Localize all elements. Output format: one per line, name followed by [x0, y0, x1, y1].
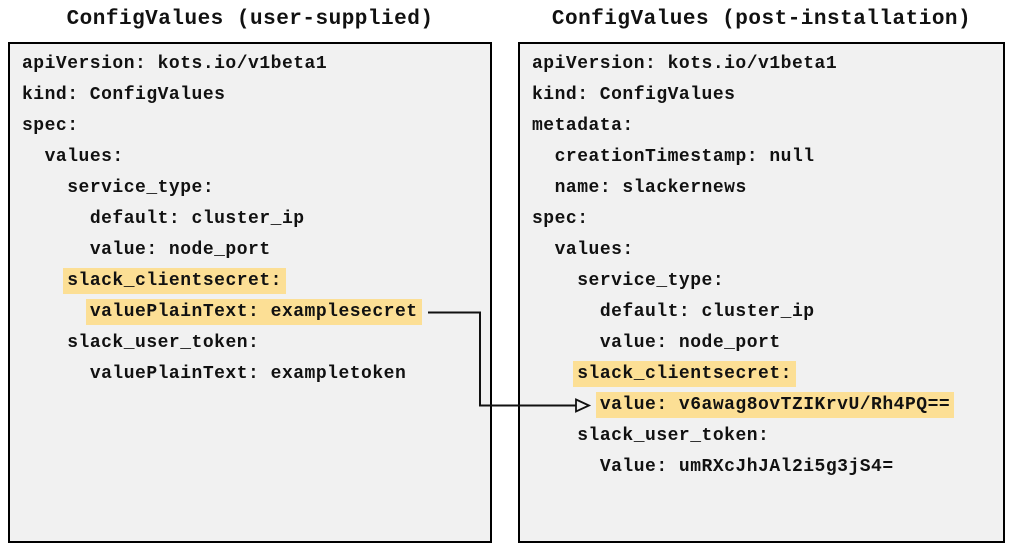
code-indent	[22, 302, 90, 322]
code-text-highlighted: slack_clientsecret:	[573, 361, 796, 387]
code-text: spec:	[532, 209, 589, 229]
code-indent	[22, 364, 90, 384]
code-line: slack_clientsecret:	[22, 266, 490, 297]
code-text: apiVersion: kots.io/v1beta1	[22, 54, 328, 74]
code-text: kind: ConfigValues	[22, 85, 226, 105]
code-line: spec:	[22, 111, 490, 142]
code-indent	[532, 364, 577, 384]
code-text: default: cluster_ip	[599, 302, 815, 322]
code-line: apiVersion: kots.io/v1beta1	[22, 49, 490, 80]
code-line: name: slackernews	[532, 173, 1003, 204]
code-line: apiVersion: kots.io/v1beta1	[532, 49, 1003, 80]
code-text: name: slackernews	[554, 178, 747, 198]
code-line: creationTimestamp: null	[532, 142, 1003, 173]
panel-post-installation: apiVersion: kots.io/v1beta1 kind: Config…	[518, 42, 1005, 543]
code-indent	[532, 178, 555, 198]
code-text: valuePlainText: exampletoken	[89, 364, 407, 384]
code-indent	[532, 302, 600, 322]
panel-title-post-installation: ConfigValues (post-installation)	[551, 8, 972, 31]
code-line: default: cluster_ip	[22, 204, 490, 235]
code-indent	[532, 333, 600, 353]
code-indent	[532, 240, 555, 260]
code-indent	[532, 395, 600, 415]
code-line: values:	[22, 142, 490, 173]
code-text: slack_user_token:	[67, 333, 260, 353]
code-line: default: cluster_ip	[532, 297, 1003, 328]
code-text: apiVersion: kots.io/v1beta1	[532, 54, 838, 74]
code-text: kind: ConfigValues	[532, 85, 736, 105]
code-line: service_type:	[532, 266, 1003, 297]
code-indent	[22, 147, 45, 167]
code-indent	[532, 457, 600, 477]
panel-title-user-supplied: ConfigValues (user-supplied)	[66, 8, 434, 31]
code-indent	[22, 178, 67, 198]
code-text: values:	[44, 147, 124, 167]
code-text: default: cluster_ip	[89, 209, 305, 229]
code-line: kind: ConfigValues	[22, 80, 490, 111]
code-line: spec:	[532, 204, 1003, 235]
code-indent	[22, 240, 90, 260]
code-indent	[532, 147, 555, 167]
code-line: kind: ConfigValues	[532, 80, 1003, 111]
code-line: slack_clientsecret:	[532, 359, 1003, 390]
code-line: metadata:	[532, 111, 1003, 142]
code-text-highlighted: slack_clientsecret:	[63, 268, 286, 294]
code-indent	[22, 209, 90, 229]
code-text: spec:	[22, 116, 79, 136]
code-text: slack_user_token:	[577, 426, 770, 446]
code-line: value: node_port	[532, 328, 1003, 359]
panel-user-supplied: apiVersion: kots.io/v1beta1 kind: Config…	[8, 42, 492, 543]
code-text: creationTimestamp: null	[554, 147, 815, 167]
code-text: Value: umRXcJhJAl2i5g3jS4=	[599, 457, 894, 477]
code-indent	[22, 333, 67, 353]
code-line: values:	[532, 235, 1003, 266]
code-line: value: node_port	[22, 235, 490, 266]
code-text: value: node_port	[89, 240, 271, 260]
code-text: metadata:	[532, 116, 634, 136]
code-text-highlighted: value: v6awag8ovTZIKrvU/Rh4PQ==	[595, 392, 955, 418]
code-text: service_type:	[577, 271, 725, 291]
code-indent	[532, 271, 577, 291]
code-text: values:	[554, 240, 634, 260]
code-line: slack_user_token:	[532, 421, 1003, 452]
code-text: service_type:	[67, 178, 215, 198]
code-line: slack_user_token:	[22, 328, 490, 359]
code-line: service_type:	[22, 173, 490, 204]
code-line: value: v6awag8ovTZIKrvU/Rh4PQ==	[532, 390, 1003, 421]
code-line: valuePlainText: exampletoken	[22, 359, 490, 390]
code-text: value: node_port	[599, 333, 781, 353]
code-text-highlighted: valuePlainText: examplesecret	[85, 299, 422, 325]
code-indent	[532, 426, 577, 446]
code-line: Value: umRXcJhJAl2i5g3jS4=	[532, 452, 1003, 483]
code-line: valuePlainText: examplesecret	[22, 297, 490, 328]
code-indent	[22, 271, 67, 291]
